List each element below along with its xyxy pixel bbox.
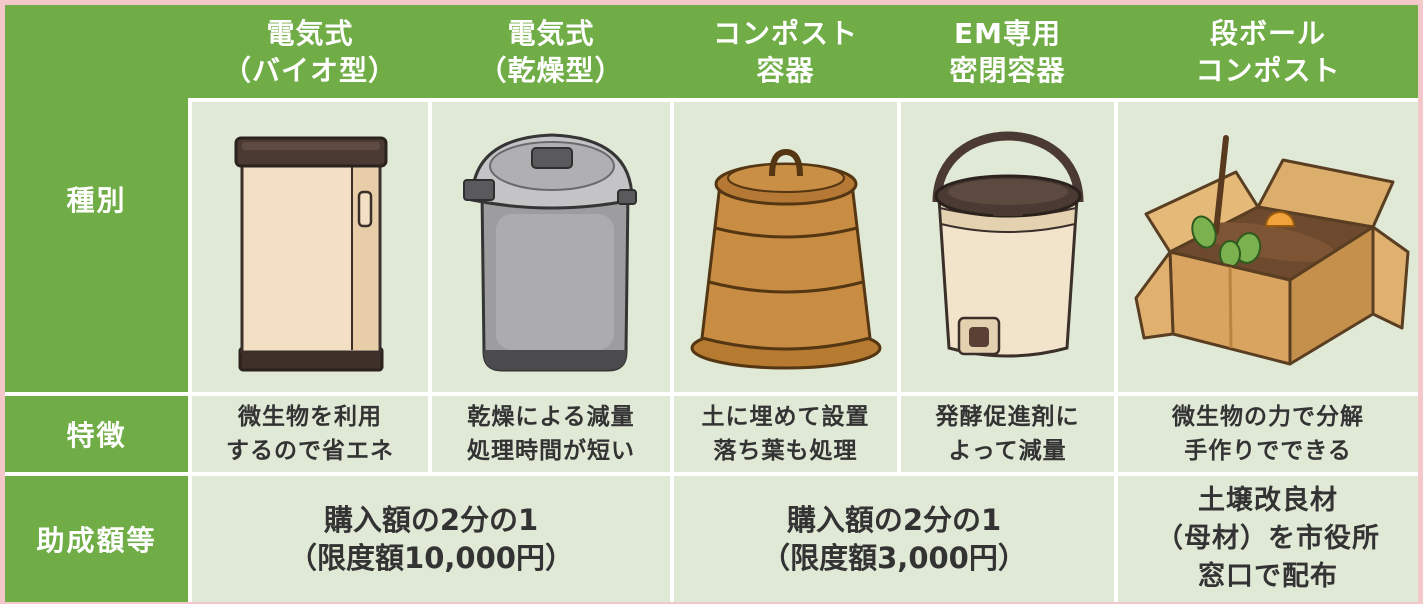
feature-line: よって減量 xyxy=(948,438,1067,464)
subsidy-line: 土壌改良材 xyxy=(1198,485,1338,516)
header-line: コンポスト xyxy=(712,16,858,50)
subsidy-cell-cardboard: 土壌改良材 （母材）を市役所 窓口で配布 xyxy=(1118,476,1418,602)
subsidy-line: 購入額の2分の1 xyxy=(786,503,1002,537)
feature-cell: 微生物を利用 するので省エネ xyxy=(192,396,428,472)
bucket-lid-top xyxy=(948,179,1068,205)
electric-bio-processor-illustration xyxy=(234,136,388,372)
header-line: 密閉容器 xyxy=(949,53,1066,87)
em-sealed-bucket-illustration xyxy=(932,131,1084,358)
feature-line: 微生物の力で分解 xyxy=(1172,404,1364,430)
dryer-clip-left xyxy=(463,179,495,201)
feature-line: 土に埋めて設置 xyxy=(701,404,870,430)
subsidy-cell-electric: 購入額の2分の1 （限度額10,000円） xyxy=(192,476,670,602)
header-line: （乾燥型） xyxy=(478,53,624,87)
compost-body xyxy=(700,182,872,351)
header-electric-bio: 電気式 （バイオ型） xyxy=(192,5,428,98)
type-cell-electric-dry xyxy=(432,102,670,392)
header-line: 段ボール xyxy=(1209,16,1326,50)
bucket-handle xyxy=(932,131,1084,203)
subsidy-line: （母材）を市役所 xyxy=(1156,523,1380,554)
stir-stick xyxy=(1213,135,1229,235)
row-label-type: 種別 xyxy=(5,5,188,392)
feature-line: 処理時間が短い xyxy=(467,438,635,464)
row-label-text: 助成額等 xyxy=(36,524,157,557)
box-right-outer-flap xyxy=(1371,225,1410,330)
box-left-outer-flap xyxy=(1134,250,1175,340)
header-cardboard-compost: 段ボール コンポスト xyxy=(1118,5,1418,98)
type-cell-em-container xyxy=(901,102,1114,392)
soil-mound xyxy=(1200,222,1336,262)
compost-lid-top xyxy=(727,163,845,193)
processor-lid-top xyxy=(242,142,380,150)
feature-cell: 土に埋めて設置 落ち葉も処理 xyxy=(674,396,897,472)
bucket-latch xyxy=(993,208,1023,216)
box-tape-line xyxy=(1228,266,1233,349)
row-label-text: 種別 xyxy=(66,183,127,217)
header-em-container: EM専用 密閉容器 xyxy=(901,5,1114,98)
feature-line: 手作りでできる xyxy=(1184,438,1352,464)
header-line: EM専用 xyxy=(954,16,1061,50)
electric-dryer-processor-illustration xyxy=(463,133,637,372)
header-line: 電気式 xyxy=(266,16,354,50)
compost-tier-line xyxy=(708,280,864,294)
compost-tier-line xyxy=(714,226,858,239)
header-row xyxy=(5,5,1418,98)
type-cell-cardboard-compost xyxy=(1118,102,1418,392)
row-label-text: 特徴 xyxy=(66,419,127,452)
subsidy-line: 購入額の2分の1 xyxy=(323,503,539,537)
processor-handle xyxy=(357,190,373,228)
header-line: 電気式 xyxy=(507,16,595,50)
header-line: コンポスト xyxy=(1195,53,1341,87)
feature-cell: 微生物の力で分解 手作りでできる xyxy=(1118,396,1418,472)
cardboard-compost-box-illustration xyxy=(1134,135,1410,366)
type-cell-electric-bio xyxy=(192,102,428,392)
vegetable-scraps xyxy=(1191,215,1262,268)
feature-cell: 乾燥による減量 処理時間が短い xyxy=(432,396,670,472)
compost-container-illustration xyxy=(690,148,882,370)
feature-line: 落ち葉も処理 xyxy=(713,438,858,464)
dryer-clip-right xyxy=(617,189,637,205)
type-cell-compost-container xyxy=(674,102,897,392)
header-line: 容器 xyxy=(756,53,815,87)
feature-line: 発酵促進剤に xyxy=(935,404,1080,430)
feature-line: 微生物を利用 xyxy=(238,404,382,430)
leaf xyxy=(1191,215,1217,249)
subsidy-cell-container: 購入額の2分の1 （限度額3,000円） xyxy=(674,476,1114,602)
subsidy-line: （限度額10,000円） xyxy=(288,541,574,575)
feature-line: するので省エネ xyxy=(226,438,394,464)
subsidy-line: （限度額3,000円） xyxy=(761,541,1027,575)
row-label-feature: 特徴 xyxy=(5,396,188,472)
header-compost-container: コンポスト 容器 xyxy=(674,5,897,98)
bucket-body xyxy=(937,196,1079,358)
header-electric-dry: 電気式 （乾燥型） xyxy=(432,5,670,98)
dryer-front-panel xyxy=(496,214,614,350)
header-line: （バイオ型） xyxy=(222,53,397,87)
subsidy-line: 窓口で配布 xyxy=(1198,561,1338,592)
feature-line: 乾燥による減量 xyxy=(467,404,635,430)
compost-lid-handle xyxy=(769,148,803,177)
comparison-table: 電気式 （バイオ型） 電気式 （乾燥型） コンポスト 容器 EM専用 密閉容器 … xyxy=(5,5,1418,602)
dryer-lid-handle xyxy=(531,147,573,169)
row-label-subsidy: 助成額等 xyxy=(5,476,188,602)
orange-peel xyxy=(1264,211,1296,227)
feature-cell: 発酵促進剤に よって減量 xyxy=(901,396,1114,472)
dryer-base-band xyxy=(484,350,626,370)
bucket-spigot-tap xyxy=(969,327,989,347)
